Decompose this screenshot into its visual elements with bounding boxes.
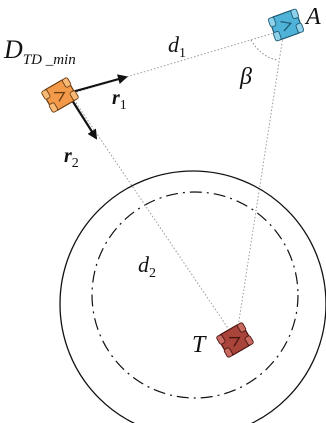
drone-icon [41, 77, 79, 113]
vector-r2-label: r2 [64, 145, 79, 171]
line-d2 [69, 93, 237, 341]
distance-d2-label: d2 [138, 252, 156, 281]
agent-a-icon [267, 8, 305, 42]
agent-a-label: A [304, 4, 321, 30]
outer-circle [59, 170, 326, 423]
vector-r2-arrow [69, 96, 98, 140]
inner-dashdot-circle [91, 191, 299, 399]
drone-label: DTD _min [3, 35, 76, 68]
distance-d1-label: d1 [168, 32, 186, 61]
line-d1 [69, 29, 285, 95]
angle-arc [250, 39, 279, 61]
vector-r1-label: r1 [112, 87, 127, 113]
vector-r1-arrow [71, 74, 128, 94]
target-icon [216, 322, 254, 358]
target-label: T [192, 332, 207, 358]
angle-beta-label: β [239, 64, 252, 90]
